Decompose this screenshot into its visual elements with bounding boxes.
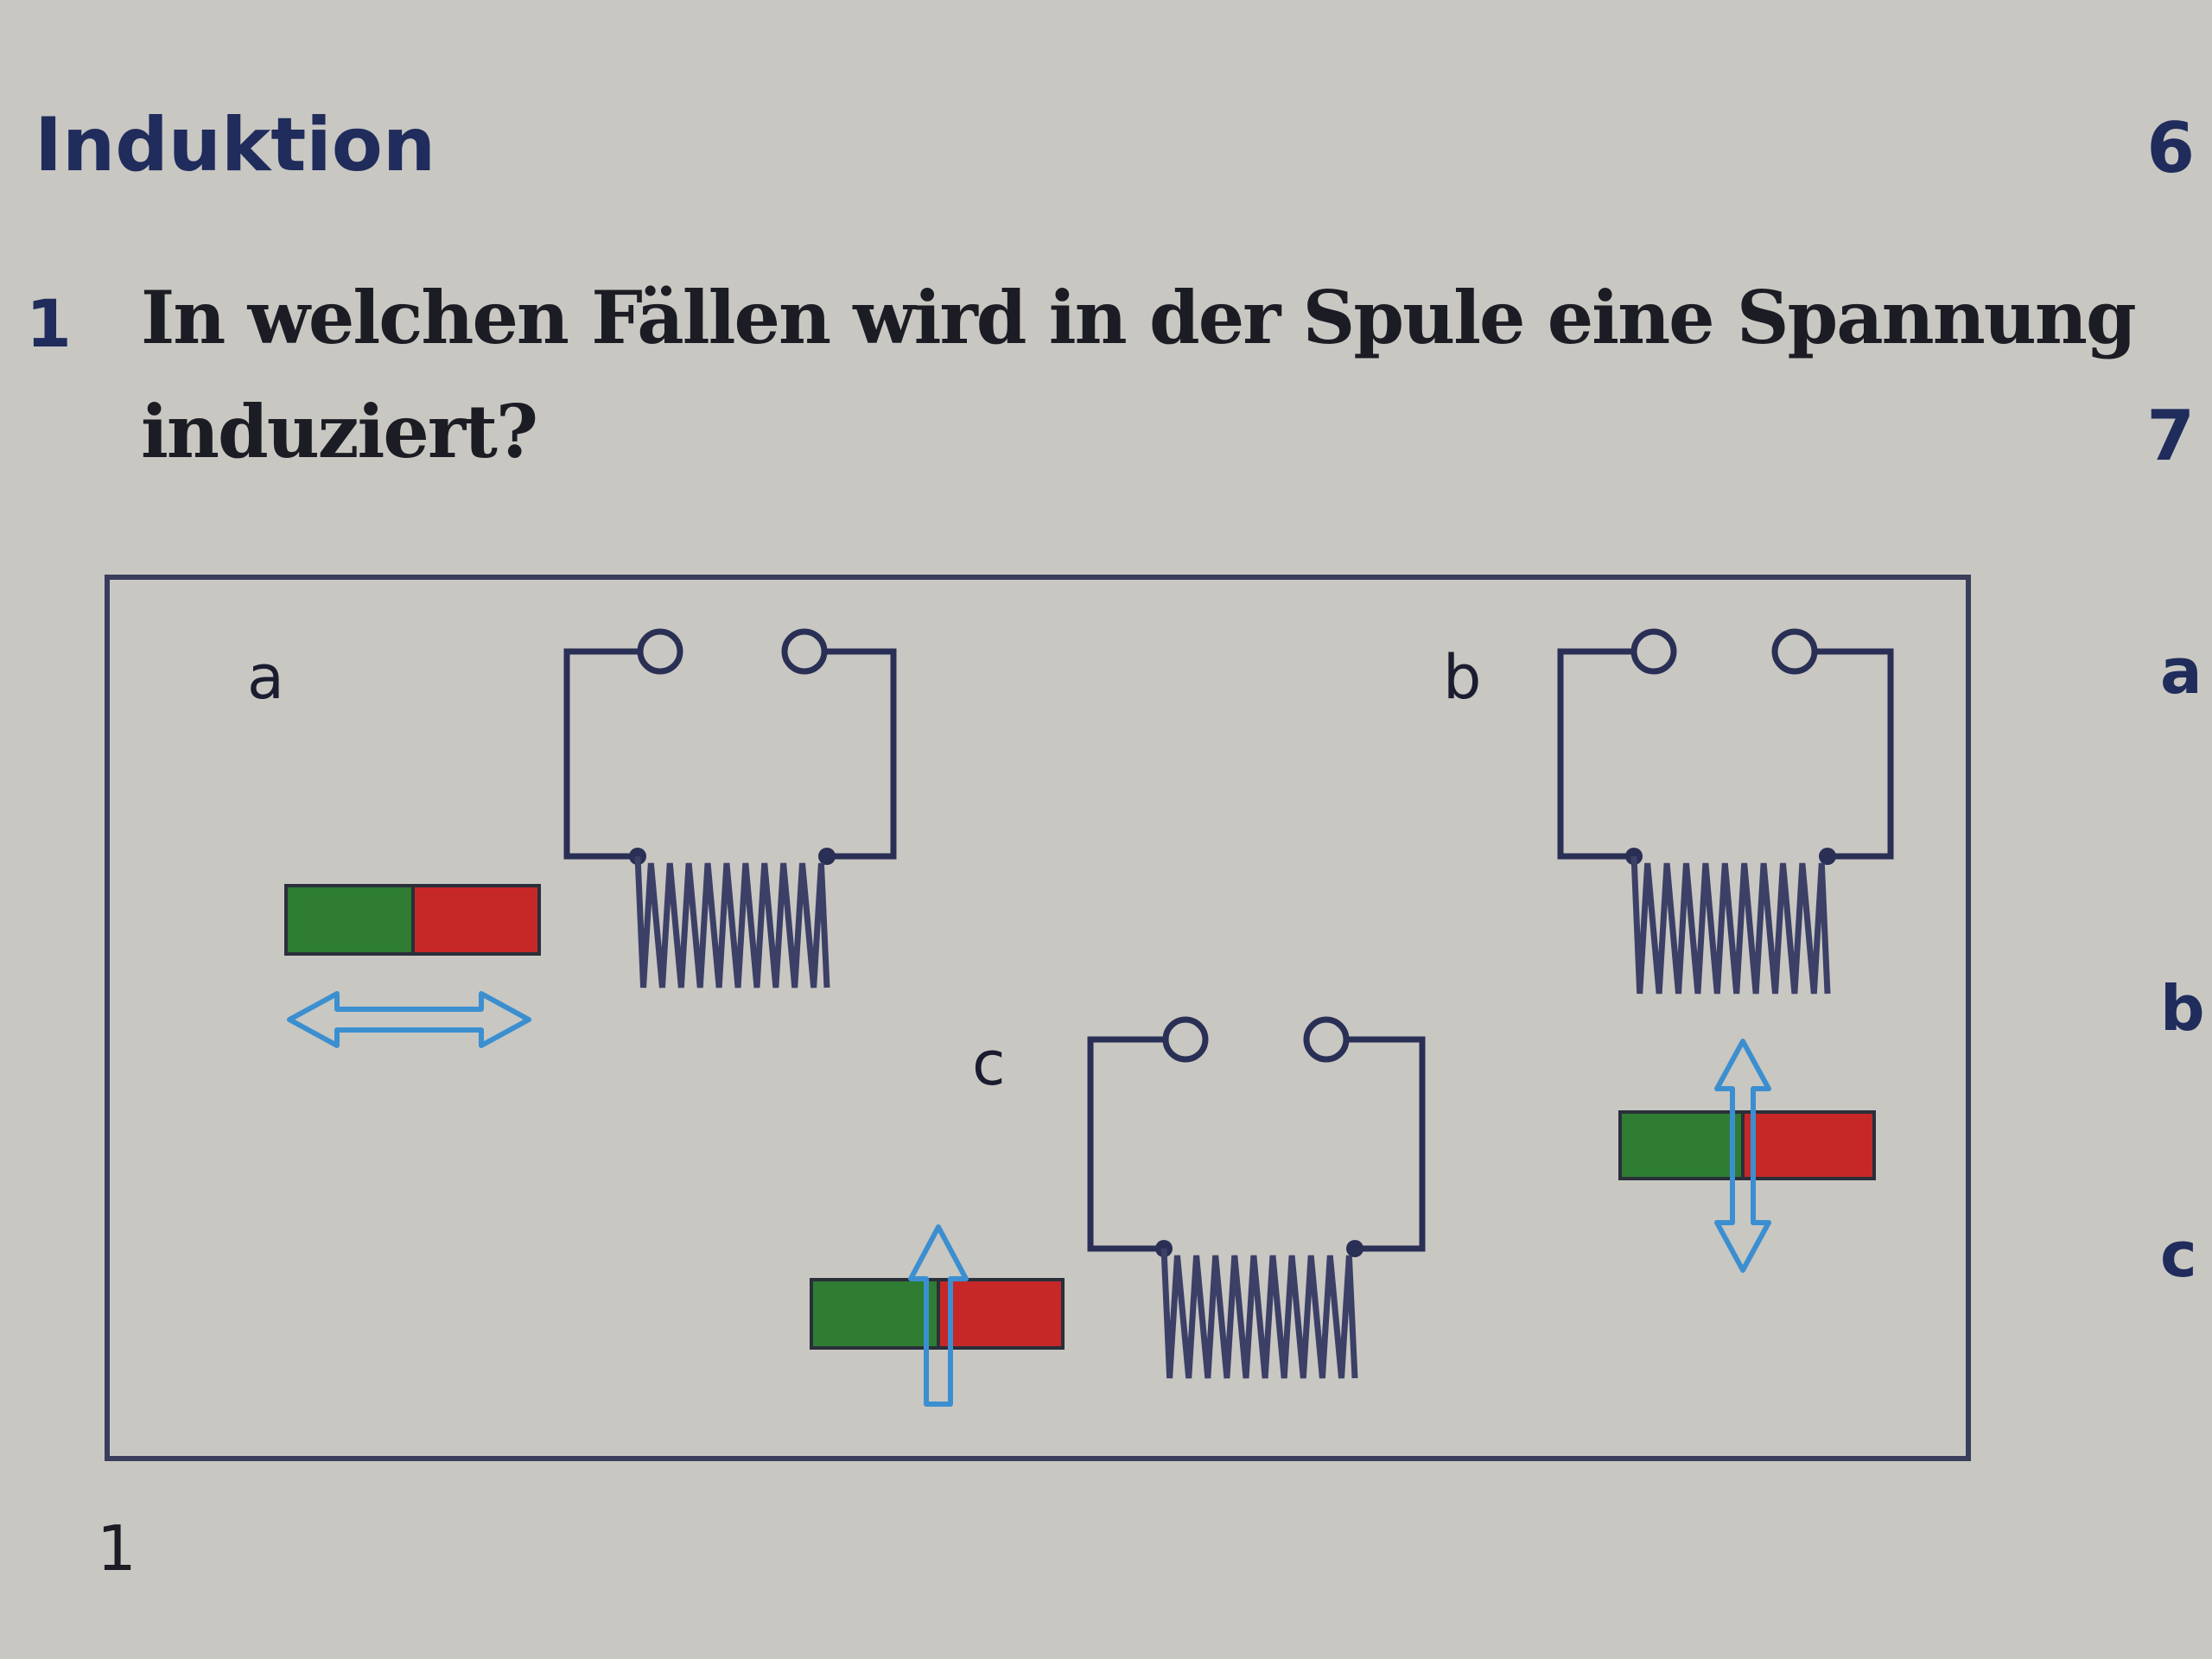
case-label-b: b [1443,642,1481,713]
junction-dot [818,848,836,865]
coil-c [1160,1248,1358,1379]
magnet-south-a [284,884,415,956]
terminal-icon [1771,628,1818,675]
circuit-wire-c [1087,1036,1426,1252]
magnet-north-b [1741,1110,1876,1180]
junction-dot [1346,1240,1363,1257]
magnet-north-a [411,884,541,956]
case-label-c: c [972,1028,1006,1099]
up-arrow-icon [908,1224,969,1407]
magnet-north-c [937,1278,1065,1350]
double-arrow-vertical-icon [1714,1039,1771,1273]
section-title: Induktion [35,102,436,188]
coil-b [1630,855,1831,995]
terminal-icon [1303,1016,1350,1063]
magnet-south-b [1618,1110,1745,1180]
page-number: 7 [2146,396,2195,476]
question-text: In welchen Fällen wird in der Spule eine… [141,275,2137,360]
terminal-icon [781,628,828,675]
circuit-wire-a [563,648,897,860]
question-number: 1 [26,285,72,362]
terminal-icon [637,628,683,675]
coil-a [634,855,830,988]
circuit-wire-b [1557,648,1894,860]
margin-label-b: b [2160,972,2205,1045]
figure-frame [105,575,1971,1461]
double-arrow-horizontal-icon [287,991,531,1048]
magnet-south-c [810,1278,940,1350]
margin-label-c: c [2160,1218,2197,1291]
junction-dot [1819,848,1836,865]
question-text: induziert? [141,389,538,474]
margin-label-a: a [2160,635,2202,708]
terminal-icon [1630,628,1677,675]
page-number: 6 [2146,108,2195,188]
footer-number: 1 [97,1512,137,1585]
case-label-a: a [247,642,284,713]
terminal-icon [1162,1016,1209,1063]
